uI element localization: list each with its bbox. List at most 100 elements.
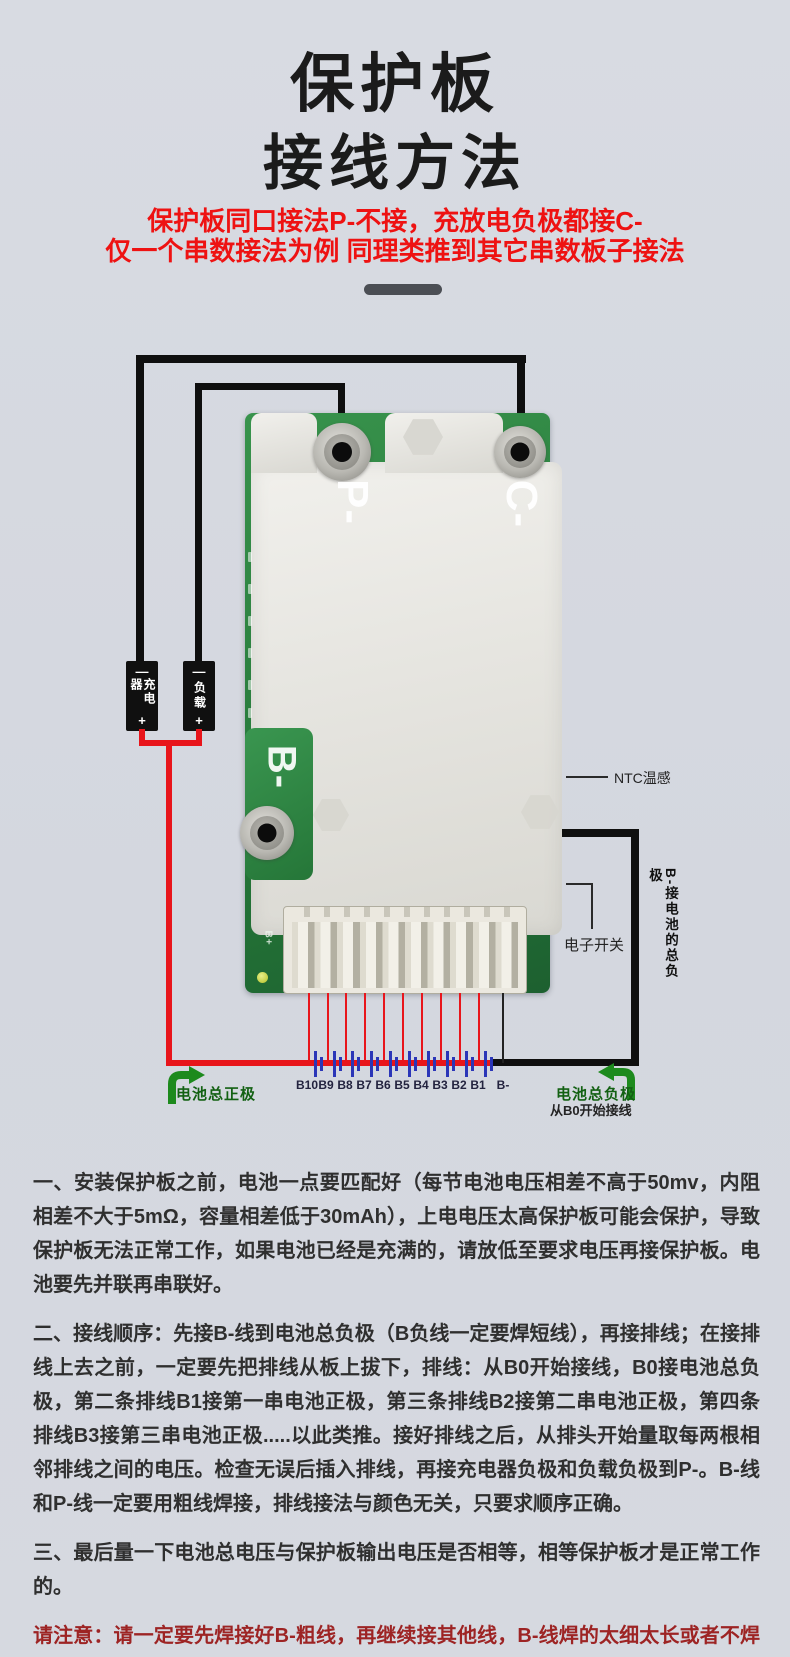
electronic-switch-label: 电子开关 — [564, 937, 625, 954]
wire-charger-vertical — [136, 355, 144, 665]
battery-cell-symbol-long — [389, 1051, 392, 1077]
red-battery-bus — [166, 1060, 492, 1066]
hexagon-pad-left — [313, 799, 349, 831]
wire-c-vertical — [517, 355, 525, 454]
b-minus-terminal-screw — [240, 806, 294, 860]
board-label-p-minus: P- — [328, 479, 377, 525]
battery-negative-label: 电池总负极 — [556, 1086, 637, 1103]
red-main-vertical — [166, 740, 172, 1066]
load-plus: + — [195, 713, 203, 728]
battery-cell-symbol-long — [427, 1051, 430, 1077]
pin-label: B5 — [394, 1078, 410, 1092]
instructions-section: 一、安装保护板之前，电池一点要匹配好（每节电池电压相差不高于50mv，内阻相差不… — [33, 1166, 760, 1657]
battery-cell-symbol-long — [465, 1051, 468, 1077]
balance-pin-wire — [308, 993, 310, 1063]
load-label: 负载 — [192, 681, 207, 711]
balance-connector — [283, 906, 527, 994]
wire-load-vertical — [195, 383, 202, 665]
divider-handle-bar — [364, 284, 442, 295]
pin-label: B9 — [318, 1078, 334, 1092]
pin-label: B7 — [356, 1078, 372, 1092]
board-label-b-minus: B- — [259, 744, 304, 790]
red-stub-charger — [139, 729, 145, 745]
battery-negative-sub-label: 从B0开始接线 — [550, 1103, 632, 1118]
pin-label: B- — [496, 1078, 510, 1092]
connector-slots — [292, 922, 518, 988]
balance-pin-wire-b-minus — [502, 993, 504, 1063]
battery-cell-symbol-long — [484, 1051, 487, 1077]
battery-cell-symbol-long — [333, 1051, 336, 1077]
battery-cell-symbol-long — [314, 1051, 317, 1077]
balance-pin-wire — [459, 993, 461, 1063]
battery-cell-symbol-long — [408, 1051, 411, 1077]
balance-pin-wire — [345, 993, 347, 1063]
pin-label: B3 — [432, 1078, 448, 1092]
battery-cell-symbol-long — [351, 1051, 354, 1077]
battery-negative-arrow-icon — [598, 1063, 635, 1100]
battery-cell-symbol-short — [414, 1057, 417, 1071]
pin-label: B2 — [451, 1078, 467, 1092]
instruction-paragraph-2: 二、接线顺序：先接B-线到电池总负极（B负线一定要焊短线），再接排线；在接排线上… — [33, 1323, 760, 1515]
battery-cell-symbol-long — [370, 1051, 373, 1077]
board-label-c-minus: C- — [497, 479, 546, 529]
switch-leader-h — [566, 883, 593, 885]
p-minus-terminal-screw — [313, 423, 371, 481]
charger-label: 充电器 — [129, 678, 156, 706]
wire-charger-to-c-horizontal — [136, 355, 526, 363]
charger-plus: + — [138, 713, 146, 728]
balance-pin-wire — [327, 993, 329, 1063]
cover-tab-left — [251, 413, 317, 473]
wire-b-minus-vertical — [631, 829, 639, 1066]
pin-label: B8 — [337, 1078, 353, 1092]
pin-label: B10 — [295, 1078, 318, 1092]
load-box: — 负载 + — [183, 661, 215, 731]
pcb-silkscreen-mark — [248, 552, 252, 562]
pin-label: B1 — [470, 1078, 486, 1092]
page-title-line1: 保护板 — [290, 48, 500, 120]
pcb-silkscreen-mark — [248, 648, 252, 658]
board-led — [257, 972, 268, 983]
board-silkscreen-b-plus: B+ — [262, 930, 274, 946]
connector-teeth — [290, 907, 520, 917]
load-minus: — — [192, 664, 206, 679]
pcb-silkscreen-mark — [248, 680, 252, 690]
switch-leader-v — [591, 883, 593, 929]
battery-cell-symbol-short — [490, 1057, 493, 1071]
balance-pin-wire — [440, 993, 442, 1063]
instruction-paragraph-3: 三、最后量一下电池总电压与保护板输出电压是否相等，相等保护板才是正常工作的。 — [33, 1542, 760, 1598]
charger-box: — 充电器 + — [126, 661, 158, 731]
cover-tab-middle — [385, 413, 503, 473]
battery-cell-symbol-long — [446, 1051, 449, 1077]
instruction-note: 请注意：请一定要先焊接好B-粗线，再继续接其他线，B-线焊的太细太长或者不焊会烧… — [33, 1625, 760, 1647]
battery-positive-arrow-icon — [168, 1066, 205, 1104]
battery-cell-symbol-short — [339, 1057, 342, 1071]
ntc-leader-line — [566, 776, 608, 778]
balance-pin-wire — [478, 993, 480, 1063]
red-stub-load — [196, 729, 202, 745]
battery-cell-symbol-short — [452, 1057, 455, 1071]
charger-minus: — — [135, 664, 149, 679]
wire-load-to-p-horizontal — [195, 383, 345, 390]
battery-cell-symbol-short — [471, 1057, 474, 1071]
c-minus-terminal-screw — [494, 426, 546, 478]
pin-label: B6 — [375, 1078, 391, 1092]
battery-cell-symbol-short — [376, 1057, 379, 1071]
battery-cell-symbol-short — [395, 1057, 398, 1071]
subtitle-line2: 仅一个串数接法为例 同理类推到其它串数板子接法 — [105, 236, 685, 266]
battery-positive-label: 电池总正极 — [176, 1086, 257, 1103]
pcb-silkscreen-mark — [248, 584, 252, 594]
ntc-label: NTC温感 — [614, 770, 671, 786]
battery-cell-symbol-short — [433, 1057, 436, 1071]
black-battery-bus — [492, 1059, 639, 1066]
page-title-line2: 接线方法 — [263, 130, 527, 197]
instruction-paragraph-1: 一、安装保护板之前，电池一点要匹配好（每节电池电压相差不高于50mv，内阻相差不… — [33, 1172, 760, 1296]
balance-pin-wire — [421, 993, 423, 1063]
b-minus-note-vertical: B-接电池的总负极 — [647, 868, 678, 980]
battery-cell-symbol-short — [320, 1057, 323, 1071]
balance-pin-wire — [364, 993, 366, 1063]
balance-pin-wire — [383, 993, 385, 1063]
balance-pin-wire — [402, 993, 404, 1063]
battery-cell-symbol-short — [357, 1057, 360, 1071]
pcb-silkscreen-mark — [248, 708, 252, 718]
